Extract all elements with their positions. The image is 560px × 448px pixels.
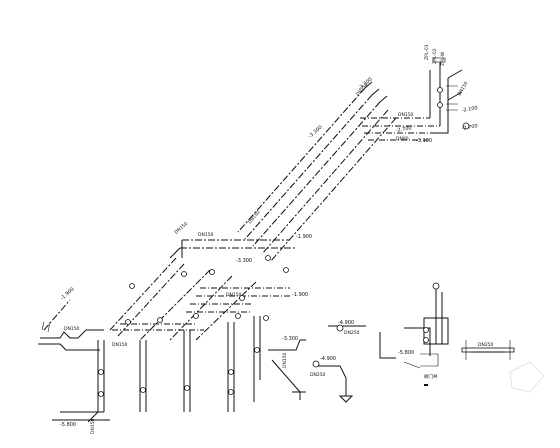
pipe-size-label: DN250 bbox=[344, 330, 360, 336]
elevation-label: -3.300 bbox=[236, 258, 252, 264]
pipe-size-label: DN150 bbox=[90, 418, 96, 434]
legend-label: DN250 bbox=[478, 342, 494, 348]
pipe-size-label: DN150 bbox=[457, 81, 470, 97]
riser-labels: ZPL-01 ZPL-02 ZPL-W bbox=[424, 44, 470, 130]
note-label: 阀门井 bbox=[424, 373, 438, 380]
right-lower-section bbox=[268, 282, 449, 403]
pipe-size-label: DN80 bbox=[396, 136, 409, 142]
legend-box: DN250 阀门井 bbox=[424, 340, 515, 386]
pipe-size-label: DN150 bbox=[173, 221, 189, 236]
pipe-size-label: DN150 bbox=[398, 112, 414, 118]
elevation-label: -1.900 bbox=[292, 292, 308, 298]
pipe-size-label: DN150 bbox=[112, 342, 128, 348]
elevation-label: -1.900 bbox=[59, 287, 75, 302]
elevation-label: -5.800 bbox=[398, 350, 414, 356]
elevation-label: -3.300 bbox=[282, 336, 298, 342]
elevation-label: -4.900 bbox=[338, 320, 354, 326]
pipe-size-label: DN250 bbox=[310, 372, 326, 378]
pipe-size-label: DN150 bbox=[226, 292, 242, 298]
pipe-size-label: DN150 bbox=[198, 232, 214, 238]
elevation-label: -2.700 bbox=[461, 123, 478, 132]
main-trunk-lines bbox=[237, 62, 463, 263]
elevation-label: -3.100 bbox=[416, 138, 432, 144]
left-entry bbox=[38, 299, 104, 351]
elevation-label: -5.800 bbox=[60, 422, 76, 428]
pipe-size-label: DN150 bbox=[64, 326, 80, 332]
riser-label-2: ZPL-02 bbox=[432, 48, 438, 64]
watermark bbox=[509, 361, 545, 393]
elevation-label: -1.900 bbox=[296, 234, 312, 240]
pipe-size-label: DN150 bbox=[282, 352, 288, 368]
elevation-label: -4.900 bbox=[320, 356, 336, 362]
vertical-risers bbox=[52, 255, 289, 423]
header-lines bbox=[109, 239, 296, 341]
riser-label-3: ZPL-W bbox=[440, 51, 446, 66]
riser-label-1: ZPL-01 bbox=[424, 44, 430, 60]
elevation-label: -2.100 bbox=[461, 105, 478, 114]
elevation-labels: -3.300 -3.300 -2.700 -3.100 -2.100 -2.70… bbox=[59, 77, 478, 428]
elevation-label: -2.700 bbox=[395, 125, 412, 134]
